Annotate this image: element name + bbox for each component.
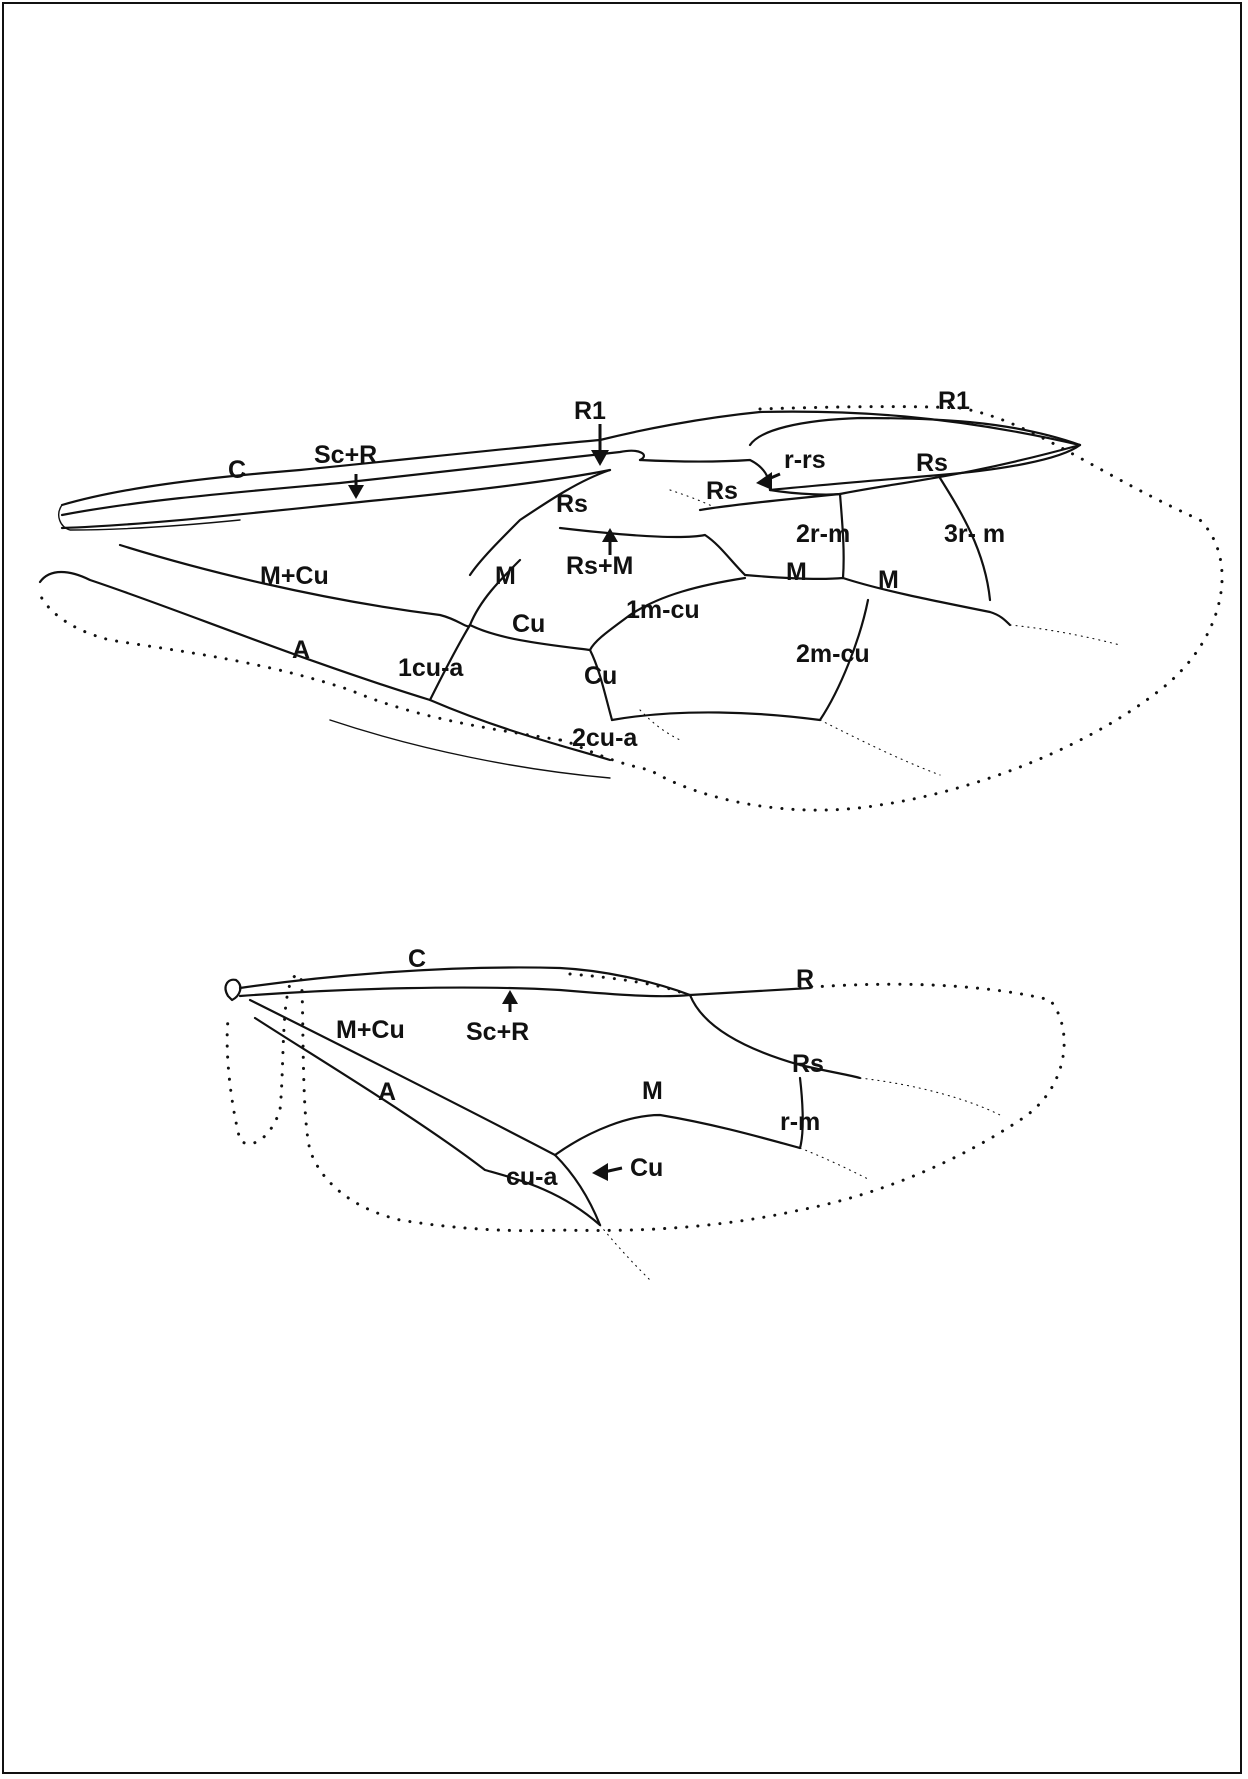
hind-label-cu-a: cu-a (506, 1163, 559, 1191)
faint-vein-1 (669, 489, 721, 511)
label-a: A (292, 636, 310, 664)
arrow-sc-r (348, 474, 364, 499)
hind-label-r: R (796, 965, 814, 993)
hindwing-margin (225, 972, 1066, 1233)
hind-label-m-cu: M+Cu (336, 1016, 405, 1044)
arrow-rs-m (602, 528, 618, 555)
vein-rs-basal (468, 468, 612, 577)
vein-sc-r (60, 449, 646, 517)
arrow-hind-cu (592, 1163, 623, 1181)
label-2r-m: 2r-m (796, 520, 850, 548)
label-sc-r: Sc+R (314, 441, 377, 469)
label-m-basal: M (495, 562, 516, 590)
vein-rs-mid (698, 492, 842, 512)
hindwing-vein-c (238, 966, 692, 997)
vein-base-lower (58, 504, 241, 531)
vein-2m-cu (818, 598, 870, 722)
hindwing-vein-sc-r (238, 986, 812, 998)
label-2m-cu: 2m-cu (796, 640, 870, 668)
hindwing-faint-3 (599, 1224, 651, 1281)
label-m-mid: M (786, 558, 807, 586)
arrow-hind-sc-r (502, 990, 518, 1012)
vein-m (743, 573, 1012, 627)
label-c: C (228, 456, 246, 484)
vein-rs-m (558, 526, 747, 577)
label-rs-basal: Rs (556, 490, 588, 518)
hindwing-faint-2 (799, 1147, 871, 1181)
hindwing-base (224, 978, 242, 1002)
hind-label-rs: Rs (792, 1050, 824, 1078)
label-r1: R1 (574, 397, 606, 425)
label-3r-m: 3r- m (944, 520, 1005, 548)
label-1m-cu: 1m-cu (626, 596, 700, 624)
hindwing-vein-m (553, 1113, 802, 1157)
forewing-margin-tip (758, 405, 962, 411)
arrow-r-rs (756, 472, 781, 490)
forewing: C Sc+R R1 R1 r-rs Rs Rs Rs Rs+M 2r-m 3r-… (36, 387, 1224, 812)
hindwing-vein-a (253, 1016, 602, 1227)
label-rs-mid: Rs (706, 477, 738, 505)
label-rs-m: Rs+M (566, 552, 633, 580)
label-r-rs: r-rs (784, 446, 826, 474)
vein-cu (468, 623, 614, 722)
hindwing-vein-m-cu (248, 998, 557, 1157)
vein-m-left (468, 558, 522, 627)
vein-1cu-a (428, 623, 472, 702)
hindwing-vein-cu (553, 1153, 602, 1227)
hindwing: C R Sc+R M+Cu A M Rs r-m cu-a Cu (224, 945, 1066, 1281)
label-m-cu: M+Cu (260, 562, 329, 590)
label-r1-distal: R1 (938, 387, 970, 415)
label-cu-basal: Cu (512, 610, 545, 638)
hind-label-c: C (408, 945, 426, 973)
vein-cu-lower (610, 711, 822, 722)
hind-label-r-m: r-m (780, 1108, 820, 1136)
hind-label-a: A (378, 1078, 396, 1106)
vein-m-cu (118, 543, 472, 628)
faint-vein-2 (1009, 624, 1121, 646)
label-2cu-a: 2cu-a (572, 724, 638, 752)
arrow-r1 (591, 424, 609, 466)
hindwing-vein-r-m (798, 1076, 804, 1150)
label-m-distal: M (878, 566, 899, 594)
vein-sc-r-lower (60, 468, 612, 530)
label-1cu-a: 1cu-a (398, 654, 464, 682)
faint-vein-3 (819, 719, 941, 776)
label-rs-distal: Rs (916, 449, 948, 477)
label-cu: Cu (584, 662, 617, 690)
hindwing-faint-1 (859, 1077, 1001, 1116)
vein-2rm (838, 492, 845, 580)
hindwing-vein-rs (688, 993, 862, 1080)
vein-a (38, 570, 612, 762)
forewing-margin (36, 406, 1224, 812)
vein-3rm (938, 476, 992, 602)
vein-1m-cu (588, 576, 747, 652)
hind-label-cu: Cu (630, 1154, 663, 1182)
vein-rs-upper (638, 443, 1082, 496)
hind-label-sc-r: Sc+R (466, 1018, 529, 1046)
vein-a-lower (329, 719, 611, 779)
vein-costa (60, 410, 1082, 507)
hind-label-m: M (642, 1077, 663, 1105)
